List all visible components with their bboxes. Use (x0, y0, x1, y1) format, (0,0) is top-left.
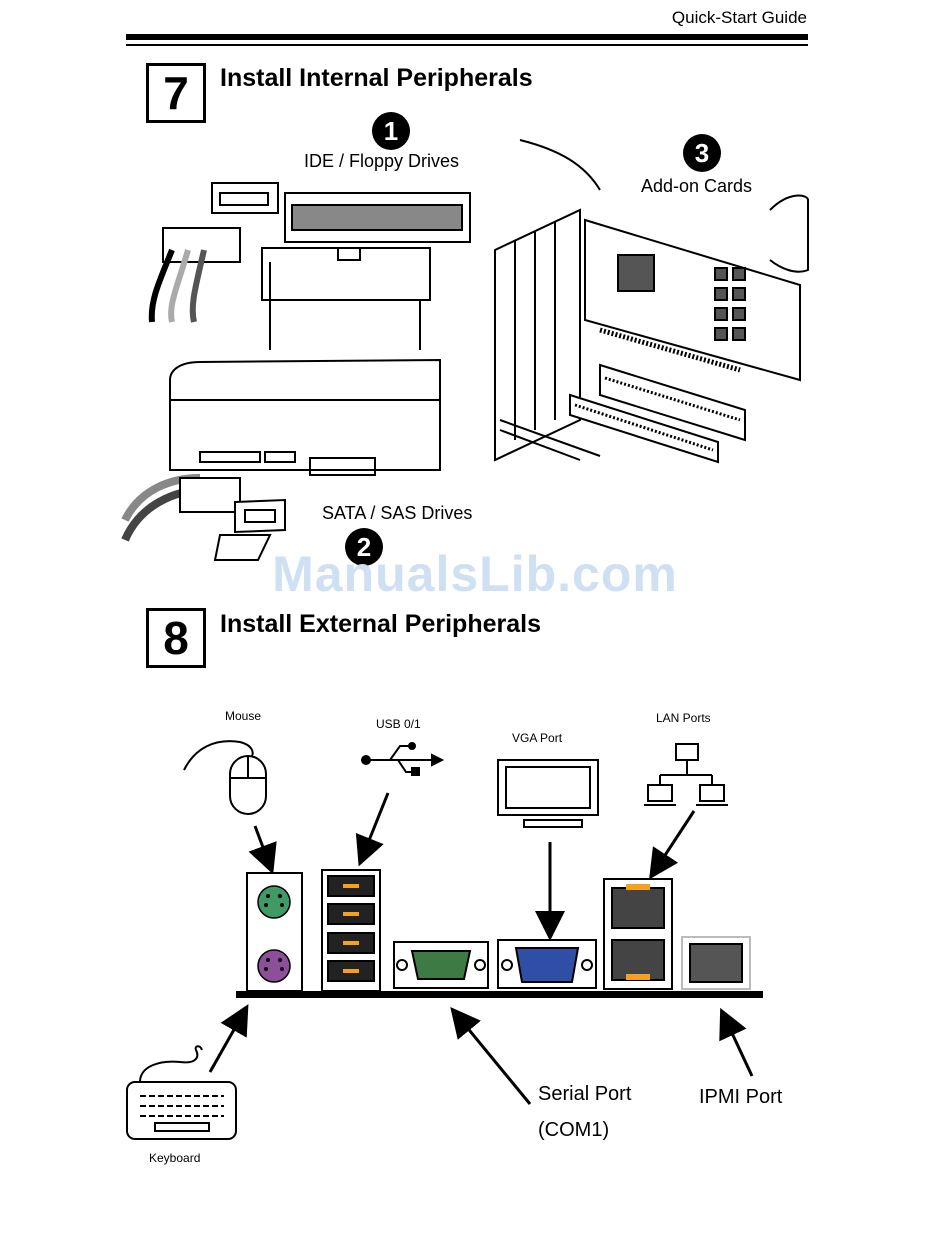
vga-label: VGA Port (512, 731, 562, 745)
watermark-text: ManualsLib.com (0, 545, 950, 603)
mouse-label: Mouse (225, 709, 261, 723)
callout-1-number: 1 (372, 112, 410, 150)
lan-label: LAN Ports (656, 711, 711, 725)
ipmi-port-label: IPMI Port (699, 1086, 782, 1109)
section-8-title: Install External Peripherals (220, 610, 541, 639)
usb-label: USB 0/1 (376, 717, 421, 731)
callout-3-number: 3 (683, 134, 721, 172)
callout-3-label: Add-on Cards (641, 176, 752, 197)
callout-2-label: SATA / SAS Drives (322, 503, 472, 524)
serial-port-com-label: (COM1) (538, 1119, 609, 1142)
serial-port-label: Serial Port (538, 1083, 631, 1106)
callout-1-label: IDE / Floppy Drives (304, 151, 459, 172)
step-8-number: 8 (146, 608, 206, 668)
keyboard-label: Keyboard (149, 1151, 200, 1165)
